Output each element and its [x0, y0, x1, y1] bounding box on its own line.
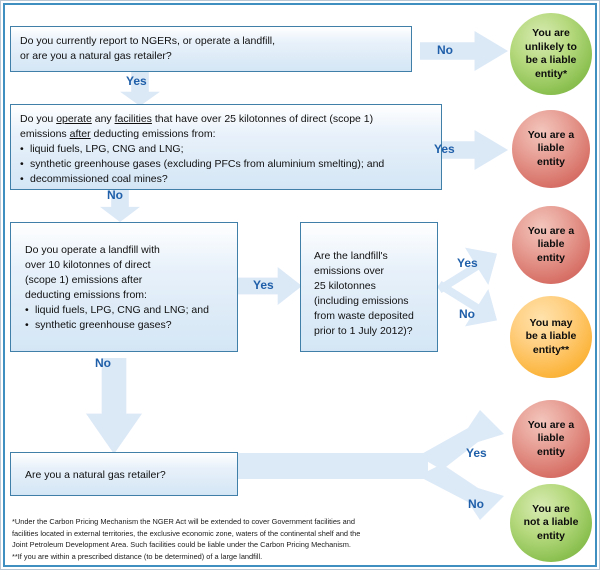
label-q5-no: No — [468, 497, 484, 511]
question-box-2[interactable]: Do you operate any facilities that have … — [10, 104, 442, 190]
q3-line-2: over 10 kilotonnes of direct — [25, 259, 151, 271]
q2-line-2: emissions after deducting emissions from… — [20, 128, 216, 140]
footnote-line-2: facilities located in external territori… — [12, 528, 361, 538]
outcome-1-text: You are unlikely to be a liable entity* — [525, 27, 577, 80]
q2-line-1: Do you operate any facilities that have … — [20, 113, 374, 125]
q3-bullet-2: synthetic greenhouse gases? — [25, 318, 228, 333]
label-q3-no: No — [95, 356, 111, 370]
q2-bullet-list: liquid fuels, LPG, CNG and LNG; syntheti… — [20, 142, 432, 187]
outcome-circle-unlikely-liable[interactable]: You are unlikely to be a liable entity* — [510, 13, 592, 95]
footnote-block: *Under the Carbon Pricing Mechanism the … — [12, 516, 532, 562]
label-q4-no: No — [459, 307, 475, 321]
q4-line-6: prior to 1 July 2012)? — [314, 325, 413, 337]
q4-line-2: emissions over — [314, 265, 385, 277]
q3-line-4: deducting emissions from: — [25, 289, 147, 301]
q2-bullet-2: synthetic greenhouse gases (excluding PF… — [20, 157, 432, 172]
q2-bullet-1: liquid fuels, LPG, CNG and LNG; — [20, 142, 432, 157]
outcome-5-text: You are a liable entity — [527, 418, 575, 458]
arrow-q5-branch — [228, 410, 504, 520]
outcome-2-text: You are a liable entity — [527, 128, 575, 168]
arrow-q4-branch — [437, 247, 498, 327]
q5-line-1: Are you a natural gas retailer? — [25, 469, 166, 481]
outcome-circle-not-liable[interactable]: You are not a liable entity — [510, 484, 592, 562]
outcome-4-text: You may be a liable entity** — [525, 316, 577, 356]
label-q1-no: No — [437, 43, 453, 57]
q3-bullet-1: liquid fuels, LPG, CNG and LNG; and — [25, 303, 228, 318]
q4-line-3: 25 kilotonnes — [314, 280, 376, 292]
question-box-5[interactable]: Are you a natural gas retailer? — [10, 452, 238, 496]
outcome-circle-liable-3[interactable]: You are a liable entity — [512, 400, 590, 478]
footnote-line-3: Joint Petroleum Development Area. Such f… — [12, 540, 351, 549]
question-box-4[interactable]: Are the landfill's emissions over 25 kil… — [300, 222, 438, 352]
q3-bullet-list: liquid fuels, LPG, CNG and LNG; and synt… — [25, 303, 228, 333]
question-box-1[interactable]: Do you currently report to NGERs, or ope… — [10, 26, 412, 72]
outcome-circle-may-be-liable[interactable]: You may be a liable entity** — [510, 296, 592, 378]
footnote-line-4: **If you are within a prescribed distanc… — [12, 551, 263, 561]
outcome-circle-liable-1[interactable]: You are a liable entity — [512, 110, 590, 188]
q3-line-3: (scope 1) emissions after — [25, 274, 143, 286]
q4-line-5: from waste deposited — [314, 310, 414, 322]
q4-line-4: (including emissions — [314, 295, 409, 307]
label-q4-yes: Yes — [457, 256, 478, 270]
q1-line-2: or are you a natural gas retailer? — [20, 50, 172, 62]
q1-line-1: Do you currently report to NGERs, or ope… — [20, 35, 276, 47]
label-q2-no: No — [107, 188, 123, 202]
label-q1-yes: Yes — [126, 74, 147, 88]
outcome-3-text: You are a liable entity — [527, 224, 575, 264]
q3-line-1: Do you operate a landfill with — [25, 244, 160, 256]
label-q2-yes: Yes — [434, 142, 455, 156]
outcome-6-text: You are not a liable entity — [523, 502, 579, 542]
label-q3-yes: Yes — [253, 278, 274, 292]
outcome-circle-liable-2[interactable]: You are a liable entity — [512, 206, 590, 284]
label-q5-yes: Yes — [466, 446, 487, 460]
question-box-3[interactable]: Do you operate a landfill with over 10 k… — [10, 222, 238, 352]
q2-bullet-3: decommissioned coal mines? — [20, 172, 432, 187]
footnote-line-1: *Under the Carbon Pricing Mechanism the … — [12, 517, 356, 526]
q4-line-1: Are the landfill's — [314, 250, 388, 262]
